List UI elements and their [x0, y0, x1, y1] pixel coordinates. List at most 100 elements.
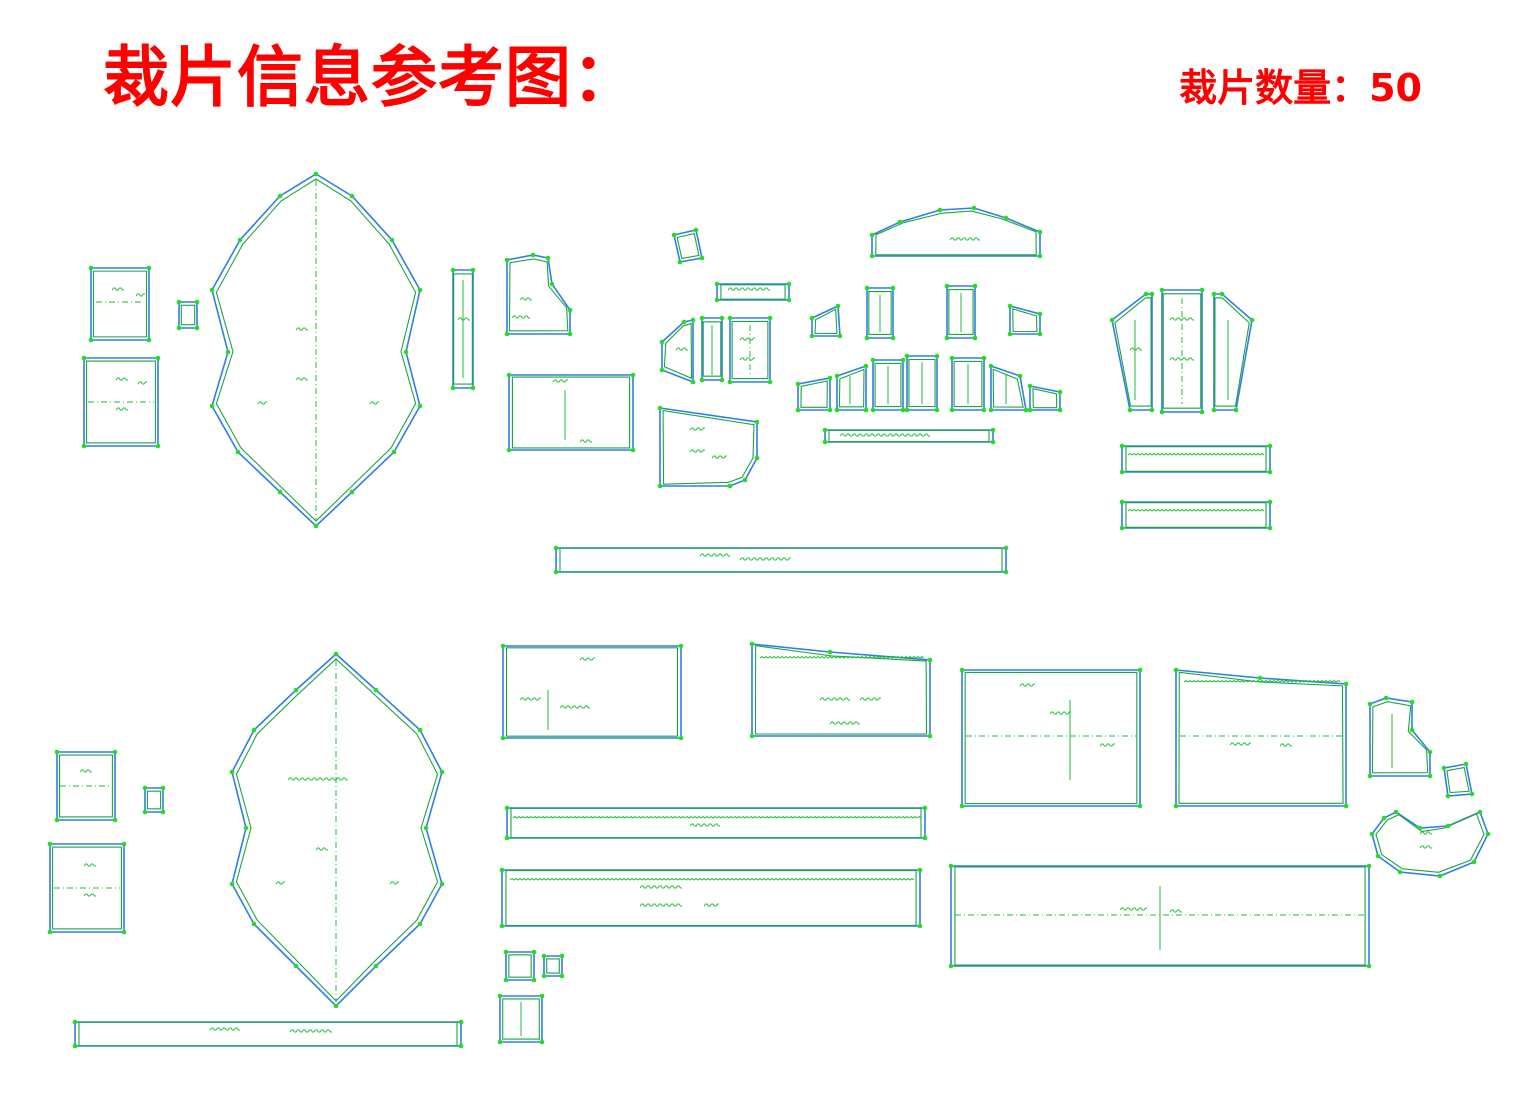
control-node — [88, 337, 94, 343]
piece-outline — [662, 409, 755, 485]
arch-top — [869, 205, 1043, 259]
control-node — [922, 805, 928, 811]
piece-outline — [231, 652, 443, 1008]
control-node — [235, 449, 241, 455]
control-node — [1393, 809, 1399, 815]
control-node — [1057, 407, 1063, 413]
control-node — [1173, 803, 1179, 809]
pattern-marking — [115, 407, 128, 411]
pattern-marking — [739, 337, 755, 341]
control-node — [503, 949, 509, 955]
control-node — [1037, 229, 1043, 235]
control-node — [194, 325, 200, 331]
sleeve-left — [1109, 291, 1155, 413]
large-panel-bottom — [229, 651, 445, 1009]
piece-outline — [78, 1021, 458, 1047]
pattern-marking — [389, 881, 399, 885]
control-node — [1119, 499, 1125, 505]
control-node — [553, 569, 559, 575]
small-square-m — [497, 993, 545, 1045]
control-node — [657, 483, 663, 489]
narrow-strip-v — [450, 267, 476, 391]
control-node — [1409, 699, 1415, 705]
control-node — [373, 687, 379, 693]
control-node — [835, 303, 841, 309]
control-node — [1441, 765, 1447, 771]
pattern-marking — [1183, 679, 1341, 683]
control-node — [890, 285, 896, 291]
control-node — [934, 353, 940, 359]
pattern-marking — [1127, 508, 1265, 512]
pattern-marking — [257, 401, 267, 405]
piece-outline — [1371, 701, 1429, 774]
control-node — [786, 297, 792, 303]
piece-count-value: 50 — [1369, 66, 1422, 110]
control-node — [54, 749, 60, 755]
piece-outline — [661, 319, 694, 384]
control-node — [567, 331, 573, 337]
control-node — [1471, 859, 1477, 865]
control-node — [1469, 791, 1475, 797]
control-node — [559, 953, 565, 959]
small-rect-d — [54, 749, 118, 823]
control-node — [1445, 793, 1451, 799]
control-node — [1023, 407, 1029, 413]
control-node — [504, 257, 510, 263]
small-rect-2 — [944, 283, 978, 341]
pattern-marking — [1099, 743, 1115, 747]
pattern-marking — [711, 455, 727, 459]
control-node — [949, 355, 955, 361]
pattern-marking — [819, 697, 850, 701]
piece-count-label: 裁片数量： — [1179, 66, 1370, 110]
pattern-marking — [519, 297, 532, 301]
control-node — [630, 372, 636, 378]
control-node — [293, 963, 299, 969]
curved-rect-i — [1173, 667, 1349, 809]
control-node — [403, 349, 409, 355]
control-node — [834, 407, 840, 413]
control-node — [971, 205, 977, 211]
piece-outline — [948, 288, 974, 336]
control-node — [539, 1039, 545, 1045]
row-piece-4 — [904, 353, 940, 413]
control-node — [1127, 407, 1133, 413]
control-node — [809, 333, 815, 339]
piece-outline — [1029, 385, 1061, 411]
control-node — [1485, 831, 1491, 837]
control-node — [160, 809, 166, 815]
control-node — [567, 307, 573, 313]
control-node — [112, 817, 118, 823]
control-node — [671, 232, 677, 238]
control-node — [1219, 291, 1225, 297]
control-node — [237, 237, 243, 243]
control-node — [1381, 815, 1387, 821]
piece-outline — [1375, 813, 1485, 873]
pattern-marking — [639, 903, 682, 907]
control-node — [922, 835, 928, 841]
control-node — [1211, 407, 1217, 413]
pattern-marking — [1169, 909, 1182, 913]
control-node — [1427, 749, 1433, 755]
piece-outline — [663, 322, 693, 380]
control-node — [450, 267, 456, 273]
pattern-marking — [559, 705, 590, 709]
control-node — [1137, 667, 1143, 673]
control-node — [1119, 525, 1125, 531]
control-node — [229, 769, 235, 775]
strip-right-1 — [1119, 443, 1273, 475]
pattern-marking — [759, 655, 925, 659]
control-node — [549, 281, 555, 287]
control-node — [88, 265, 94, 271]
piece-outline — [505, 951, 535, 981]
strip-mid — [822, 427, 996, 445]
control-node — [937, 207, 943, 213]
tiny-quad-a — [671, 227, 705, 265]
control-node — [229, 881, 235, 887]
piece-outline — [731, 320, 769, 380]
piece-outline — [508, 954, 532, 978]
pattern-marking — [579, 439, 592, 443]
piece-outline — [49, 843, 125, 933]
control-node — [795, 407, 801, 413]
control-node — [500, 735, 506, 741]
